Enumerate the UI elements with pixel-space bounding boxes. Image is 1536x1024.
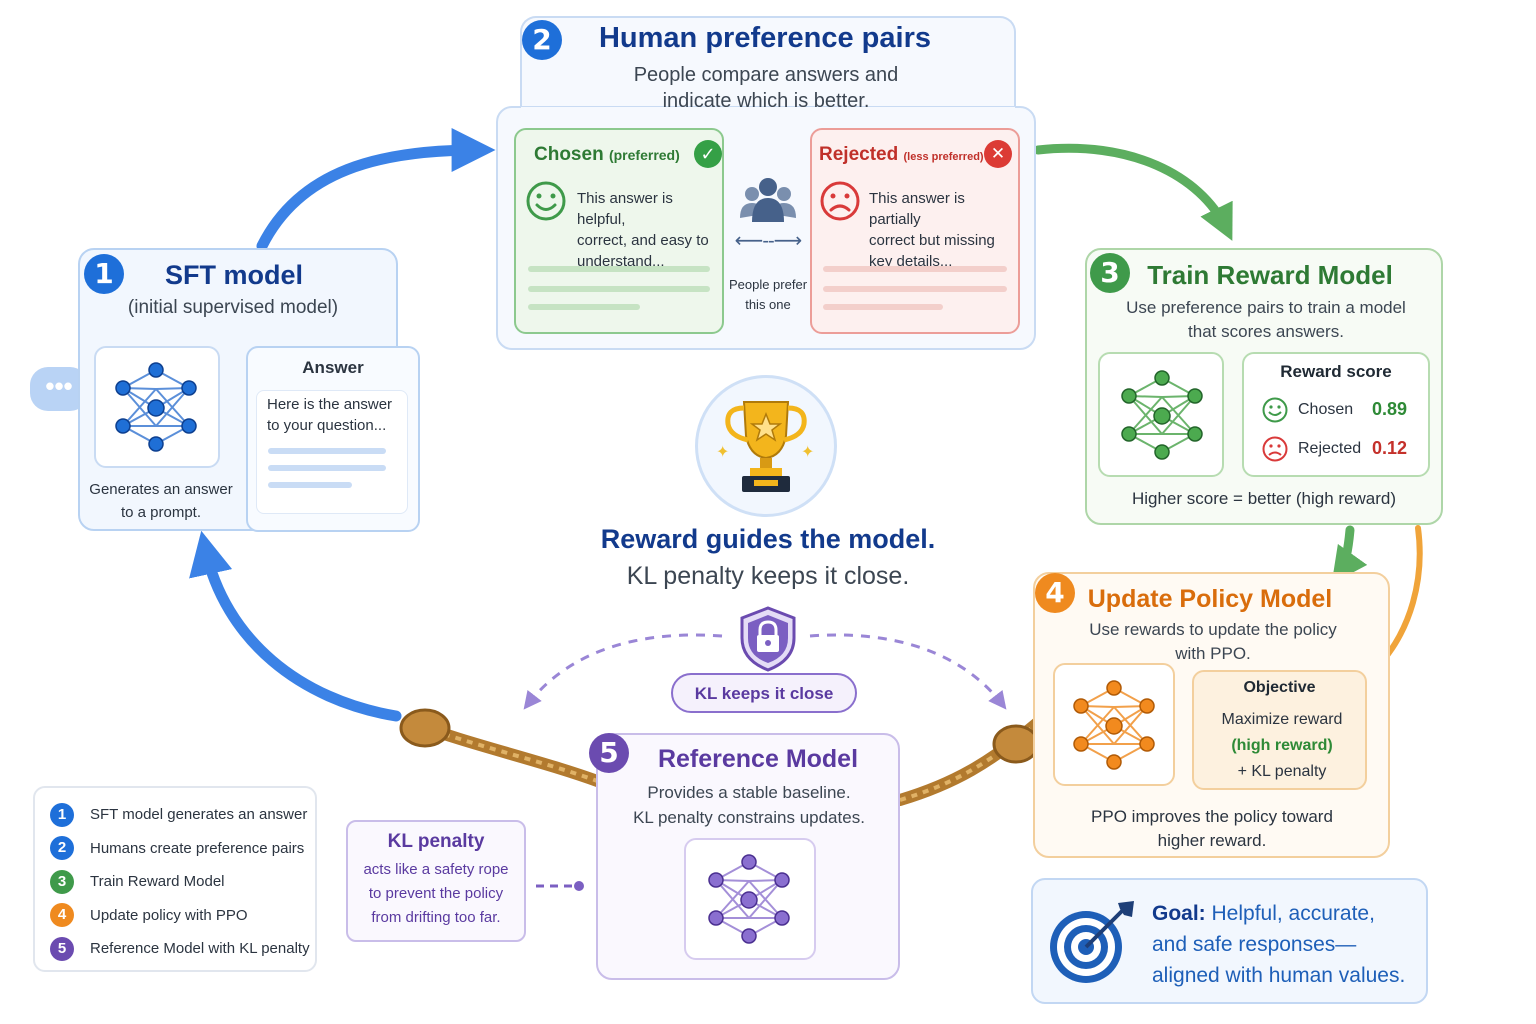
legend-label: Train Reward Model [90,873,225,891]
sparkle-right: ✦ [801,444,815,461]
check-icon: ✓ [694,140,722,168]
objective-text: Maximize reward (high reward) + KL penal… [1221,711,1343,780]
center-headline: Reward guides the model. [600,524,936,554]
rejected-score-value: 0.12 [1372,438,1408,458]
neural-network-icon [115,362,197,452]
kl-penalty-note [346,820,526,942]
legend-item: 4 Update policy with PPO [50,899,312,933]
frown-icon [820,181,860,221]
step3-badge: 3 [1090,253,1130,293]
legend-item: 1 SFT model generates an answer [50,798,312,832]
legend-label: Humans create preference pairs [90,839,305,857]
legend-badge: 5 [50,936,74,961]
neural-network-icon [1073,680,1155,770]
step3-title: Train Reward Model [1147,260,1393,290]
neural-network-icon [1121,370,1203,460]
goal-text: Goal: Helpful, accurate, and safe respon… [1152,902,1406,987]
chosen-text: This answer is helpful,correct, and easy… [577,190,709,270]
frown-icon [1262,436,1288,462]
step4-badge: 4 [1035,573,1075,613]
step1-subtitle: (initial supervised model) [127,297,339,318]
step5-badge: 5 [589,733,629,773]
target-icon [1050,901,1134,983]
center-subline: KL penalty keeps it close. [626,562,910,590]
legend-label: Update policy with PPO [90,906,248,924]
legend-item: 2 Humans create preference pairs [50,832,312,866]
trophy-icon [725,401,807,492]
x-icon: ✕ [984,140,1012,168]
chosen-answer-card [514,128,724,334]
legend-label: Reference Model with KL penalty [90,940,310,958]
rejected-answer-card [810,128,1020,334]
smiley-icon [1262,397,1288,423]
kl-arc-left [523,633,723,710]
reward-score-title: Reward score [1280,362,1392,381]
compare-arrows: ⟵‑‑⟶ [734,230,803,252]
chosen-header: Chosen (preferred) [534,144,680,165]
step3-footer: Higher score = better (high reward) [1131,489,1397,508]
lock-shield-icon [740,606,796,672]
smiley-icon [526,181,566,221]
legend [33,786,317,972]
arrow-sft-to-preferences [256,128,496,252]
legend-badge: 1 [50,802,74,827]
objective-title: Objective [1243,679,1316,696]
arrow-preferences-to-reward [1033,143,1233,241]
chosen-score-label: Chosen [1298,401,1354,418]
step5-title: Reference Model [657,745,859,773]
objective-box [1192,670,1367,790]
sparkle-left: ✦ [716,444,730,461]
legend-badge: 2 [50,836,74,861]
legend-item: 3 Train Reward Model [50,865,312,899]
arrow-reward-to-policy [1331,525,1368,584]
step1-badge: 1 [84,254,124,294]
step2-badge: 2 [522,20,562,60]
legend-item: 5 Reference Model with KL penalty [50,932,312,966]
step4-title: Update Policy Model [1087,585,1333,613]
kl-note-title: KL penalty [387,831,485,852]
people-icon [740,178,796,222]
rejected-header: Rejected (less preferred) [819,144,984,165]
legend-label: SFT model generates an answer [90,806,308,824]
neural-network-icon [708,854,790,944]
rejected-score-label: Rejected [1298,440,1362,457]
kl-arc-right [809,633,1007,710]
legend-badge: 3 [50,869,74,894]
legend-list: 1 SFT model generates an answer 2 Humans cr… [50,798,312,966]
step2-title: Human preference pairs [598,22,931,54]
arrow-back-to-sft [189,530,402,722]
step1-title: SFT model [164,260,303,290]
answer-title: Answer [302,358,364,377]
chosen-score-value: 0.89 [1372,399,1408,419]
legend-badge: 4 [50,903,74,928]
step5-subtitle: Provides a stable baseline.KL penalty co… [633,783,865,827]
kl-keeps-close-pill: KL keeps it close [671,673,857,713]
